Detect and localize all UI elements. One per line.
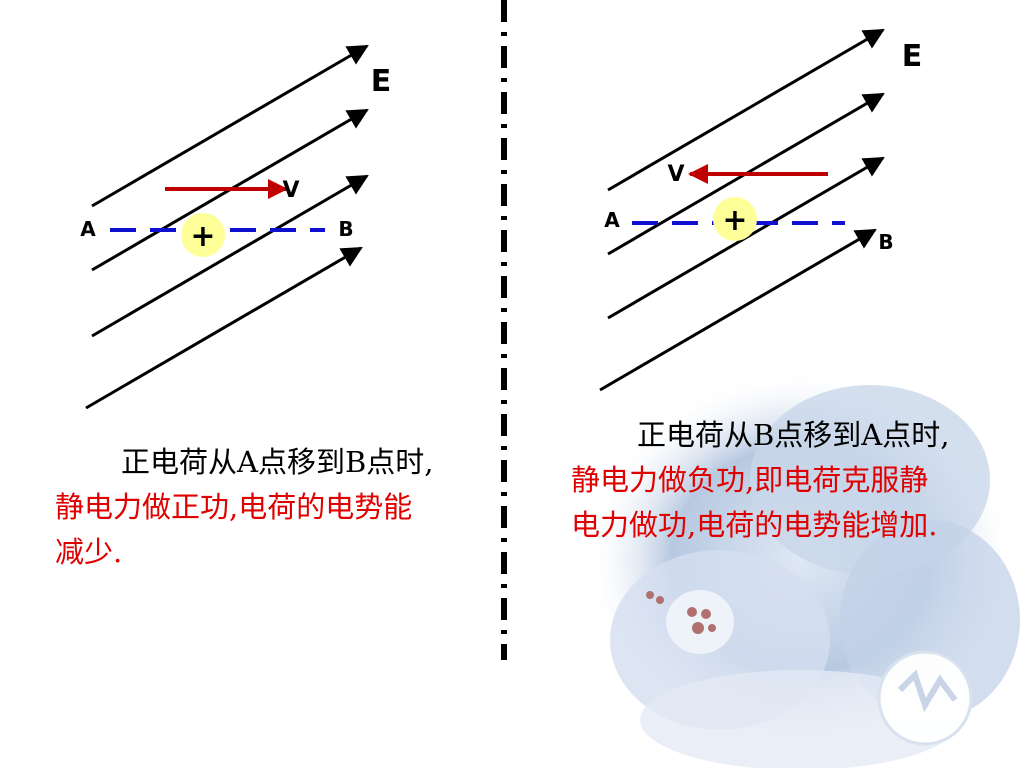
field-line <box>85 246 363 410</box>
field-line <box>91 44 369 208</box>
right-caption-highlight: 静电力做负功,即电荷克服静电力做功,电荷的电势能增加. <box>571 463 938 542</box>
cartoon-bear-picture <box>585 370 1020 768</box>
left-point-b: B <box>338 217 353 241</box>
left-field-label: E <box>371 64 392 99</box>
left-point-a: A <box>80 217 96 241</box>
left-caption-highlight: 静电力做正功,电荷的电势能减少. <box>55 490 413 569</box>
right-field-label: E <box>902 39 923 74</box>
right-positive-charge <box>713 197 757 241</box>
right-caption: 正电荷从B点移到A点时, 静电力做负功,即电荷克服静电力做功,电荷的电势能增加. <box>571 413 956 548</box>
left-charge-sign: + <box>190 219 215 254</box>
right-velocity-label: V <box>667 162 684 187</box>
field-line <box>599 228 877 392</box>
left-positive-charge <box>181 213 225 257</box>
field-line <box>607 28 885 192</box>
right-caption-plain: 正电荷从B点移到A点时, <box>637 418 950 452</box>
left-caption: 正电荷从A点移到B点时, 静电力做正功,电荷的电势能减少. <box>55 440 440 575</box>
right-point-b: B <box>878 230 893 254</box>
right-point-a: A <box>604 208 620 232</box>
field-line <box>91 174 369 338</box>
left-field-lines <box>85 44 369 410</box>
left-caption-plain: 正电荷从A点移到B点时, <box>121 445 434 479</box>
right-charge-sign: + <box>722 203 747 238</box>
left-panel: + E V A B <box>80 44 392 410</box>
right-panel: + E V A B <box>599 28 923 392</box>
left-velocity-label: V <box>282 178 299 203</box>
